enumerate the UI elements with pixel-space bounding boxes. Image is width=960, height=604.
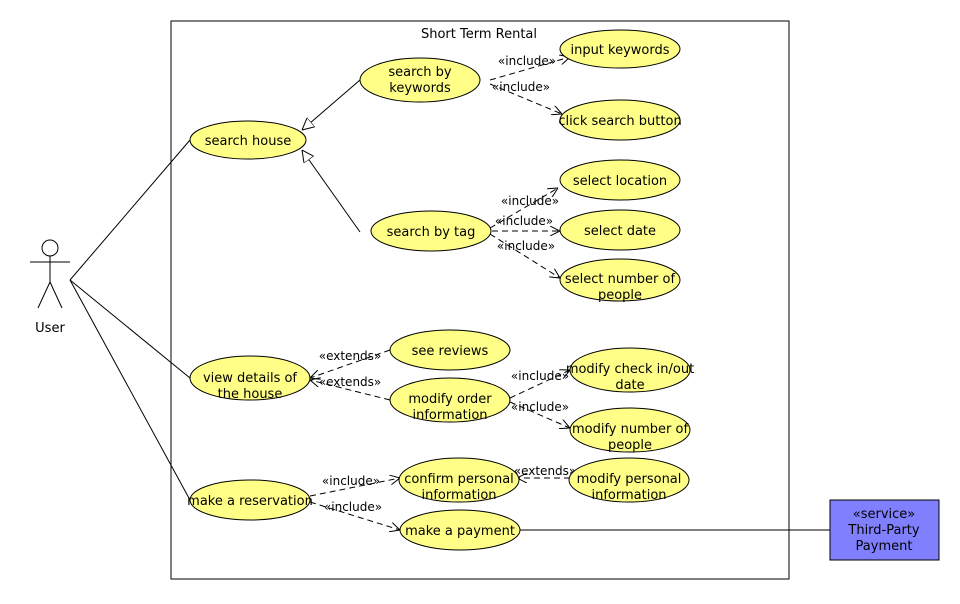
svg-text:see reviews: see reviews (412, 344, 489, 359)
actor-label: User (35, 321, 65, 336)
actor-leg-right (49, 281, 63, 309)
dep-tag-location (489, 188, 558, 229)
usecase-select-number-of-people[interactable]: select number of people (559, 258, 681, 303)
usecase-modify-personal[interactable]: modify personal information (568, 457, 690, 503)
usecase-search-by-keywords[interactable]: search by keywords (359, 57, 481, 103)
dep-reservation-confirm (309, 478, 400, 497)
assoc-user-search-house (69, 139, 191, 281)
dep-reviews-view (310, 349, 391, 378)
dep-order-check (509, 370, 570, 399)
label-include-number: «include» (511, 400, 569, 414)
label-extends-order: «extends» (319, 375, 382, 389)
usecase-select-date[interactable]: select date (559, 209, 681, 251)
svg-text:modify number of: modify number of (572, 422, 688, 437)
svg-text:select date: select date (584, 224, 656, 239)
actor-head (41, 239, 59, 257)
service-line1: Third-Party (847, 523, 920, 538)
svg-text:search by tag: search by tag (387, 225, 476, 240)
actor-user[interactable]: User (30, 239, 70, 336)
usecase-make-payment[interactable]: make a payment (399, 509, 521, 551)
svg-text:information: information (591, 488, 666, 503)
svg-text:view details of: view details of (203, 371, 297, 386)
actor-leg-left (37, 281, 51, 309)
dep-keywords-click (489, 83, 562, 114)
assoc-user-view-details (69, 279, 191, 379)
assoc-user-make-reservation (69, 279, 191, 501)
gen-tag-search-house (302, 150, 361, 233)
service-box (829, 499, 940, 561)
label-include-confirm: «include» (322, 474, 380, 488)
dep-reservation-payment (309, 501, 400, 530)
svg-text:modify check in/out: modify check in/out (566, 362, 694, 377)
svg-text:the house: the house (218, 387, 283, 402)
svg-text:search by: search by (388, 65, 452, 80)
svg-text:date: date (615, 378, 644, 393)
svg-text:modify order: modify order (408, 392, 492, 407)
label-include-payment: «include» (324, 500, 382, 514)
label-include-date: «include» (495, 214, 553, 228)
usecase-select-location[interactable]: select location (559, 159, 681, 201)
usecase-click-search-button[interactable]: click search button (558, 99, 682, 141)
usecase-modify-check[interactable]: modify check in/out date (566, 347, 694, 393)
system-title: Short Term Rental (421, 27, 537, 42)
usecase-search-house[interactable]: search house (189, 120, 307, 160)
label-include-check: «include» (511, 369, 569, 383)
service-line2: Payment (856, 539, 913, 554)
system-boundary (170, 20, 790, 580)
svg-text:input keywords: input keywords (570, 43, 669, 58)
usecase-modify-number[interactable]: modify number of people (569, 407, 691, 453)
label-include-people: «include» (497, 239, 555, 253)
svg-text:select number of: select number of (565, 272, 676, 287)
svg-text:people: people (608, 438, 652, 453)
dep-tag-people (489, 233, 560, 278)
svg-text:search house: search house (205, 134, 292, 149)
usecase-confirm-personal[interactable]: confirm personal information (398, 457, 520, 503)
label-include-location: «include» (501, 194, 559, 208)
service-stereotype: «service» (853, 507, 915, 522)
svg-text:select location: select location (573, 174, 667, 189)
usecase-input-keywords[interactable]: input keywords (559, 29, 681, 69)
label-extends-reviews: «extends» (319, 349, 382, 363)
dep-order-view (310, 380, 391, 401)
dep-order-number (509, 401, 570, 428)
label-extends-personal: «extends» (514, 464, 577, 478)
usecase-search-by-tag[interactable]: search by tag (370, 210, 492, 252)
svg-text:people: people (598, 288, 642, 303)
svg-text:keywords: keywords (389, 81, 451, 96)
usecase-view-details[interactable]: view details of the house (189, 355, 311, 402)
svg-text:modify personal: modify personal (577, 472, 682, 487)
usecase-modify-order[interactable]: modify order information (389, 377, 511, 423)
svg-text:information: information (421, 488, 496, 503)
svg-text:click search button: click search button (558, 114, 681, 129)
label-include-input: «include» (498, 54, 556, 68)
service-third-party-payment[interactable]: «service» Third-Party Payment (829, 499, 940, 561)
svg-text:make a payment: make a payment (405, 524, 515, 539)
usecase-see-reviews[interactable]: see reviews (389, 329, 511, 371)
svg-text:information: information (412, 408, 487, 423)
svg-text:make a reservation: make a reservation (187, 494, 313, 509)
usecase-make-reservation[interactable]: make a reservation (187, 479, 313, 521)
label-include-click: «include» (492, 80, 550, 94)
dep-keywords-input (489, 57, 570, 81)
svg-text:confirm personal: confirm personal (404, 472, 514, 487)
gen-keywords-search-house (302, 79, 361, 130)
